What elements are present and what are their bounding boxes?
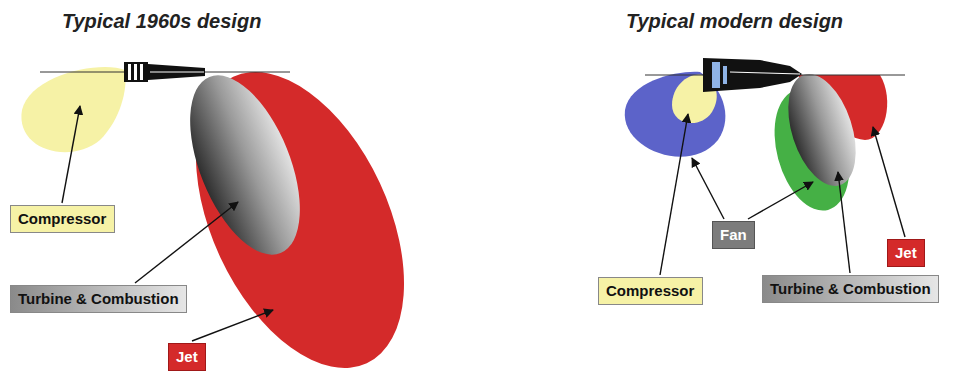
leader-line <box>838 172 850 273</box>
jet-lobe <box>153 40 446 377</box>
fan-label: Fan <box>712 221 755 249</box>
label-text: Turbine & Combustion <box>770 280 931 298</box>
turbofan-engine <box>703 58 802 92</box>
label-text: Compressor <box>18 210 106 228</box>
leader-line <box>748 182 813 219</box>
compressor-label: Compressor <box>598 277 703 305</box>
leader-line <box>135 202 238 283</box>
panel-heading: Typical 1960s design <box>62 10 261 33</box>
jet-label: Jet <box>168 343 206 371</box>
compressor-label: Compressor <box>10 205 115 233</box>
turbine-label: Turbine & Combustion <box>10 285 187 313</box>
label-text: Jet <box>176 348 198 366</box>
leader-line <box>873 127 905 237</box>
leader-line <box>692 158 724 219</box>
label-text: Fan <box>720 226 747 244</box>
leader-line <box>192 310 273 341</box>
label-text: Turbine & Combustion <box>18 290 179 308</box>
jet-label: Jet <box>887 239 925 267</box>
leader-line <box>62 106 80 203</box>
lobes-modern <box>625 66 887 219</box>
leader-lines <box>62 106 905 341</box>
turbine-label: Turbine & Combustion <box>762 275 939 303</box>
leader-line <box>660 114 688 275</box>
axis-line <box>40 72 290 73</box>
panel-heading: Typical modern design <box>626 10 843 33</box>
label-text: Jet <box>895 244 917 262</box>
turbine-lobe <box>776 66 869 195</box>
turbojet-engine <box>124 62 205 82</box>
label-text: Compressor <box>606 282 694 300</box>
